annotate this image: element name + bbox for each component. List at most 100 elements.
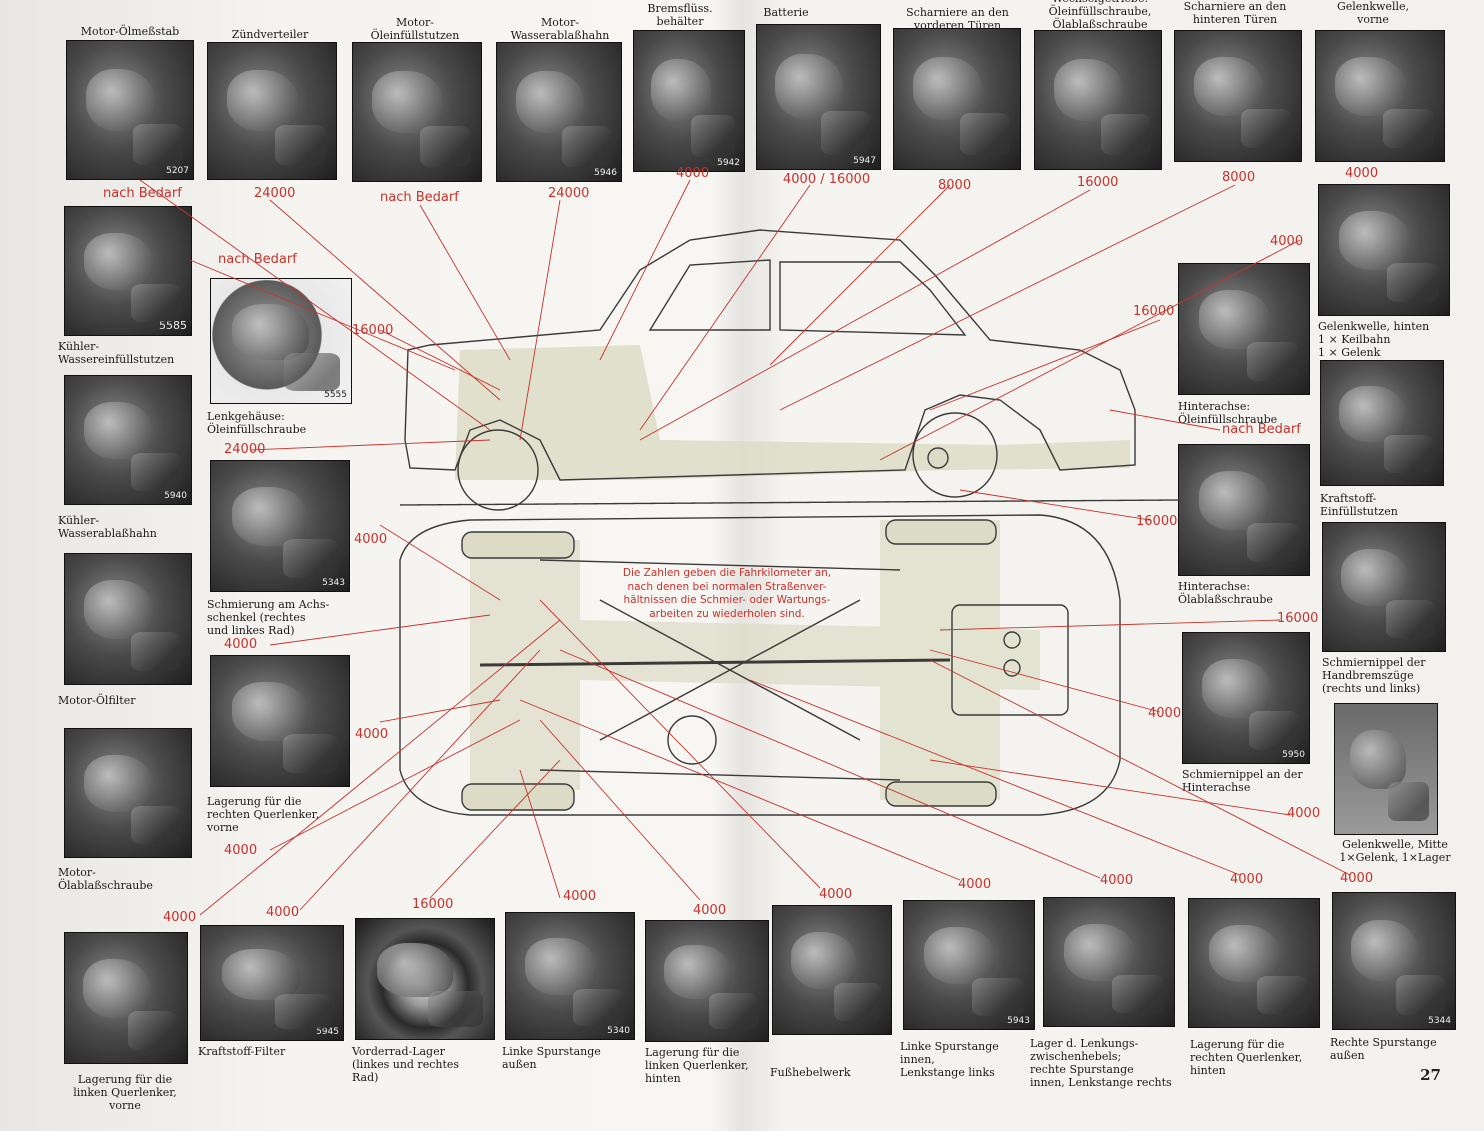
- caption-kuehler-ablass: Kühler- Wasserablaßhahn: [58, 514, 157, 540]
- photo-querlenker-rechts-hinten: [1188, 898, 1320, 1028]
- interval-label: nach Bedarf: [218, 252, 297, 267]
- interval-label: 4000: [958, 877, 992, 892]
- top-frame-left: [539, 559, 901, 571]
- top-wheel-fr: [885, 519, 997, 545]
- photo-kraftstoff-filter: 5945: [200, 925, 344, 1041]
- photo-lenkgehaeuse: 5555: [210, 278, 352, 404]
- top-body-outline: [399, 514, 1121, 816]
- interval-label: 8000: [1222, 170, 1256, 185]
- top-fuel-cap-1: [1003, 631, 1021, 649]
- caption-batterie: Batterie: [763, 6, 809, 19]
- caption-querlenker-links-vorne: Lagerung für die linken Querlenker, vorn…: [73, 1073, 177, 1112]
- interval-label: 4000: [1270, 234, 1304, 249]
- caption-wasserablass: Motor- Wasserablaßhahn: [510, 16, 610, 42]
- caption-motor-oelfilter: Motor-Ölfilter: [58, 694, 136, 707]
- interval-label: 4000: [563, 889, 597, 904]
- caption-gelenkwelle-hinten: Gelenkwelle, hinten 1 × Keilbahn 1 × Gel…: [1318, 320, 1430, 359]
- caption-handbremszuege: Schmiernippel der Handbremszüge (rechts …: [1322, 656, 1426, 695]
- photo-gelenkwelle-vorne: [1315, 30, 1445, 162]
- caption-hinterachse-einfuell: Hinterachse: Öleinfüllschraube: [1178, 400, 1278, 426]
- photo-number: 5344: [1428, 1016, 1451, 1026]
- interval-label: 4000 / 16000: [783, 172, 871, 187]
- photo-querlenker-links-hinten: [645, 920, 769, 1042]
- photo-querlenker-rechts-vorne: [210, 655, 350, 787]
- top-fuel-cap-2: [1003, 659, 1021, 677]
- caption-olmessstab: Motor-Ölmeßstab: [80, 25, 180, 38]
- interval-label: 4000: [355, 727, 389, 742]
- photo-vorderrad-lager: [355, 918, 495, 1040]
- photo-kuehler-ablass: 5940: [64, 375, 192, 505]
- interval-label: 4000: [354, 532, 388, 547]
- interval-label: 4000: [693, 903, 727, 918]
- photo-gelenkwelle-mitte: [1334, 703, 1438, 835]
- photo-oeleinfuellstutzen: [352, 42, 482, 182]
- photo-achsschenkel: 5343: [210, 460, 350, 592]
- top-view: [399, 514, 1121, 816]
- photo-spurstange-links-innen: 5943: [903, 900, 1035, 1030]
- side-chassis-fill: [455, 345, 1130, 480]
- interval-label: 4000: [819, 887, 853, 902]
- interval-label: 4000: [1230, 872, 1264, 887]
- interval-label: 16000: [412, 897, 454, 912]
- top-wheel-rl: [461, 783, 575, 811]
- caption-spurstange-links-innen: Linke Spurstange innen, Lenkstange links: [900, 1040, 999, 1079]
- photo-number: 5945: [316, 1027, 339, 1037]
- caption-oelablass: Motor- Ölablaßschraube: [58, 866, 153, 892]
- interval-label: nach Bedarf: [1222, 422, 1301, 437]
- top-spare-wheel: [667, 715, 717, 765]
- page-number: 27: [1420, 1066, 1441, 1084]
- caption-schmiernippel-hinterachse: Schmiernippel an der Hinterachse: [1182, 768, 1303, 794]
- top-frame-right: [539, 769, 901, 781]
- caption-fusshebelwerk: Fußhebelwerk: [770, 1066, 851, 1079]
- caption-spurstange-links-aussen: Linke Spurstange außen: [502, 1045, 601, 1071]
- caption-lenkungszwischenhebel: Lager d. Lenkungs- zwischenhebels; recht…: [1030, 1037, 1172, 1089]
- side-body-outline: [404, 229, 1136, 481]
- caption-kraftstoff-filter: Kraftstoff-Filter: [198, 1045, 286, 1058]
- side-wheel-rear: [912, 412, 998, 498]
- caption-spurstange-rechts-aussen: Rechte Spurstange außen: [1330, 1036, 1437, 1062]
- photo-spurstange-links-aussen: 5340: [505, 912, 635, 1040]
- photo-motor-olmessstab: 5207: [66, 40, 194, 180]
- photo-oelablass: [64, 728, 192, 858]
- leader-lines: [139, 179, 1351, 916]
- caption-kuehler-einfuell: Kühler- Wassereinfüllstutzen: [58, 340, 175, 366]
- caption-scharniere-hinten: Scharniere an den hinteren Türen: [1183, 0, 1287, 26]
- interval-label: 24000: [224, 442, 266, 457]
- interval-label: 4000: [163, 910, 197, 925]
- interval-label: 4000: [224, 637, 258, 652]
- photo-zuendverteiler: [207, 42, 337, 180]
- caption-gelenkwelle-vorne: Gelenkwelle, vorne: [1336, 0, 1410, 26]
- interval-label: 16000: [1133, 304, 1175, 319]
- top-wheel-rr: [885, 781, 997, 807]
- photo-wasserablasshahn: 5946: [496, 42, 622, 182]
- caption-wechselgetriebe: Wechselgetriebe: Öleinfüllschraube, Ölab…: [1048, 0, 1152, 31]
- interval-label: 24000: [548, 186, 590, 201]
- photo-schmiernippel-hinterachse: 5950: [1182, 632, 1310, 764]
- photo-spurstange-rechts-aussen: 5344: [1332, 892, 1456, 1030]
- side-wheel-front: [457, 429, 539, 511]
- interval-label: nach Bedarf: [380, 190, 459, 205]
- interval-label: 8000: [938, 178, 972, 193]
- photo-hinterachse-einfuell: [1178, 263, 1310, 395]
- caption-kraftstoff-einfuell: Kraftstoff- Einfüllstutzen: [1320, 492, 1398, 518]
- side-window-front: [648, 259, 771, 331]
- interval-label: 4000: [1345, 166, 1379, 181]
- interval-label: 24000: [254, 186, 296, 201]
- interval-label: 16000: [1277, 611, 1319, 626]
- caption-achsschenkel: Schmierung am Achs- schenkel (rechtes un…: [207, 598, 330, 637]
- interval-label: 4000: [224, 843, 258, 858]
- photo-number: 5946: [594, 168, 617, 178]
- caption-vorderrad-lager: Vorderrad-Lager (linkes und rechtes Rad): [352, 1045, 460, 1084]
- photo-number: 5950: [1282, 750, 1305, 760]
- photo-fusshebelwerk: [772, 905, 892, 1035]
- photo-batterie: 5947: [756, 24, 881, 170]
- top-wheel-fl: [461, 531, 575, 559]
- caption-querlenker-rechts-hinten: Lagerung für die rechten Querlenker, hin…: [1190, 1038, 1303, 1077]
- photo-kraftstoff-einfuell: [1320, 360, 1444, 486]
- interval-label: 4000: [1340, 871, 1374, 886]
- photo-number: 5207: [166, 166, 189, 176]
- caption-scharniere-vorne: Scharniere an den vorderen Türen: [906, 6, 1009, 32]
- interval-label: 4000: [1287, 806, 1321, 821]
- photo-number: 5343: [322, 578, 345, 588]
- side-view: [399, 229, 1181, 511]
